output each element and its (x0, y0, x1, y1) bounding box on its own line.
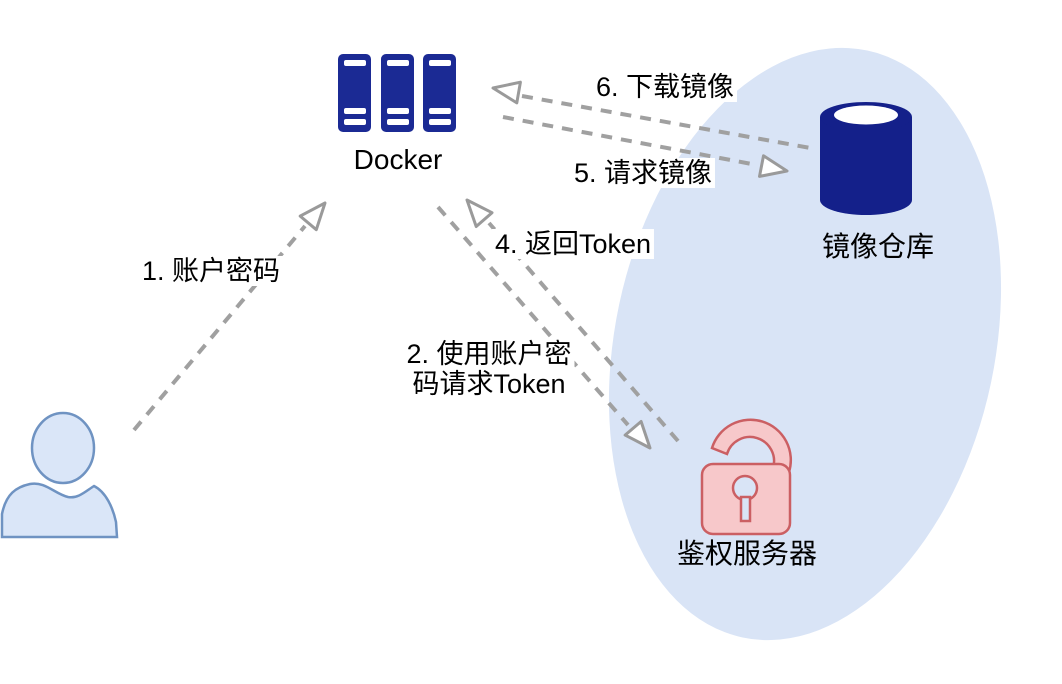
arrowhead (758, 154, 789, 178)
user-shoulders (0, 482, 119, 539)
step4-label: 4. 返回Token (491, 229, 655, 259)
user-head (30, 411, 96, 485)
cylinder-body (820, 117, 912, 215)
docker-servers-icon (338, 54, 456, 132)
registry-label: 镜像仓库 (821, 231, 935, 262)
arrowhead (623, 420, 652, 450)
step5-label: 5. 请求镜像 (570, 158, 716, 188)
arrow-6-download-image (491, 80, 817, 151)
arrowhead (491, 80, 522, 105)
arrow-4-return-token (465, 198, 680, 443)
step2-label-line1: 2. 使用账户密 (406, 339, 572, 369)
auth-lock-icon (700, 418, 793, 536)
arrowhead (298, 201, 327, 232)
arrowhead (465, 198, 494, 228)
arrow-2-request-token (436, 205, 652, 450)
step2-label-line2: 码请求Token (412, 369, 566, 399)
lock-keyhole-stem (739, 495, 752, 523)
step1-label: 1. 账户密码 (138, 256, 284, 286)
trust-boundary-ellipse (608, 47, 1002, 641)
server-stripes (344, 60, 451, 125)
docker-label: Docker (353, 144, 443, 175)
arrow-5-request-image (502, 115, 789, 178)
auth-server-label: 鉴权服务器 (676, 538, 818, 569)
step6-label: 6. 下载镜像 (592, 72, 738, 102)
registry-database-icon (820, 102, 912, 215)
step2-label: 2. 使用账户密 码请求Token (403, 339, 575, 399)
cylinder-opening (834, 105, 898, 125)
user-icon (0, 411, 119, 539)
arrow-1-account-password (132, 201, 327, 432)
